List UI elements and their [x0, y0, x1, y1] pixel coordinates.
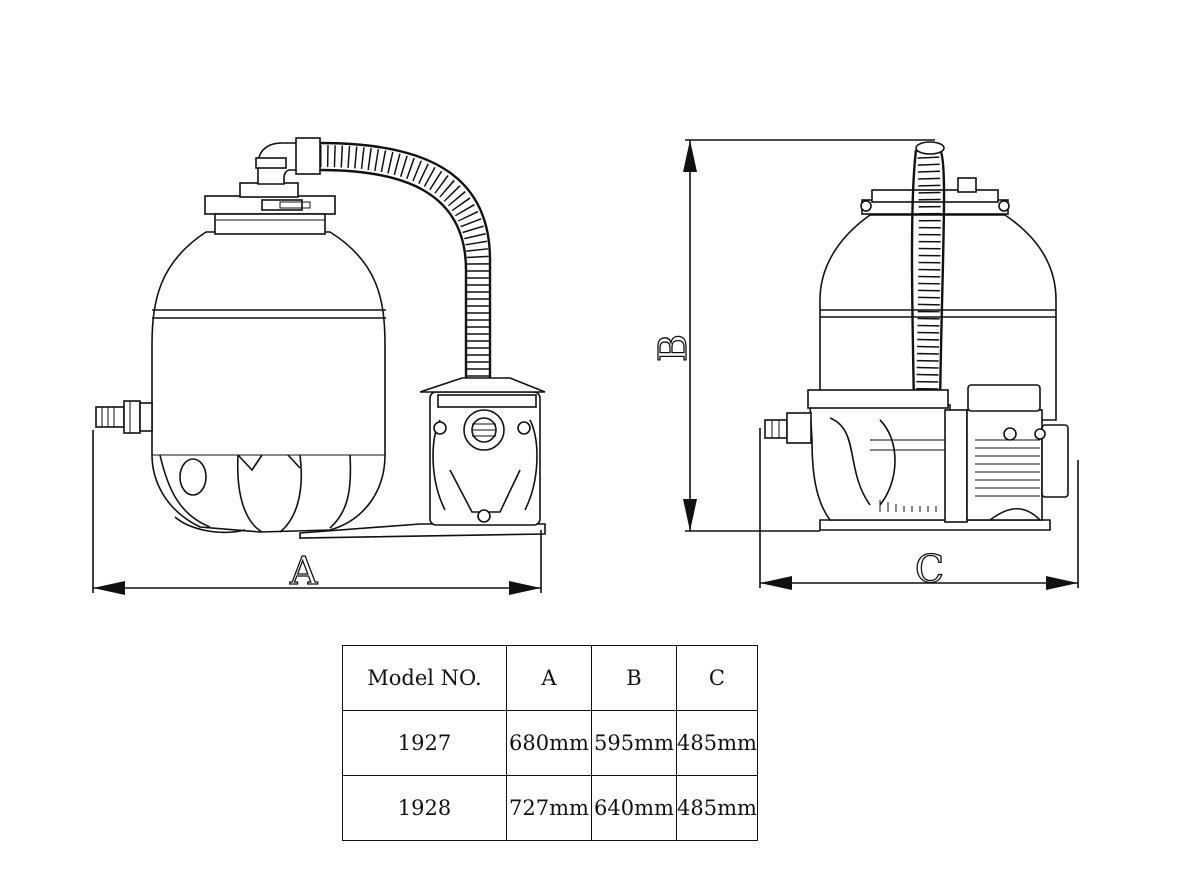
dimension-c: C [759, 428, 1079, 592]
header-b: B [591, 645, 677, 711]
dimension-b: B [650, 139, 935, 532]
table-row: 1928 727mm 640mm 485mm [342, 775, 758, 841]
model-dimension-table: Model NO. A B C 1927 680mm 595mm 485mm 1… [342, 645, 758, 841]
side-hose [910, 141, 946, 406]
side-view: B C [650, 139, 1079, 592]
dimension-a-label: A [289, 549, 318, 593]
dimension-c-label: C [915, 547, 944, 591]
front-hose [319, 141, 492, 380]
header-a: A [506, 645, 592, 711]
header-c: C [676, 645, 758, 711]
table-row: 1927 680mm 595mm 485mm [342, 710, 758, 776]
cell-b: 640mm [591, 775, 677, 841]
cell-model: 1928 [342, 775, 507, 841]
front-valve-head [204, 137, 336, 235]
front-view: A [92, 137, 546, 595]
dimension-a: A [92, 430, 542, 595]
side-filter-tank [819, 177, 1057, 421]
dimension-b-label: B [651, 334, 695, 362]
cell-c: 485mm [676, 775, 758, 841]
front-side-fitting [95, 400, 153, 434]
front-pump [419, 377, 546, 526]
header-model: Model NO. [342, 645, 507, 711]
cell-b: 595mm [591, 710, 677, 776]
table-header-row: Model NO. A B C [342, 645, 758, 711]
cell-a: 680mm [506, 710, 592, 776]
cell-c: 485mm [676, 710, 758, 776]
cell-model: 1927 [342, 710, 507, 776]
side-pump-motor [764, 384, 1069, 523]
cell-a: 727mm [506, 775, 592, 841]
front-filter-tank [151, 231, 386, 534]
